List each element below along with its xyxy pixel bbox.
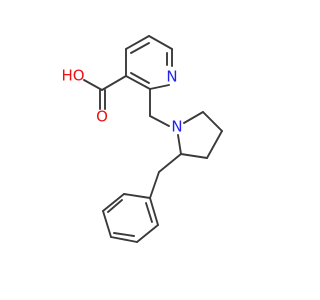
- bond: [125, 75, 151, 90]
- bond: [102, 193, 125, 212]
- carbonyl-oxygen-label: O: [96, 108, 108, 126]
- pyridine-nitrogen-label: N: [166, 68, 177, 86]
- bond: [145, 202, 153, 223]
- benzene-ring: [102, 193, 159, 243]
- bond: [136, 224, 159, 243]
- bond: [102, 210, 112, 238]
- bond: [107, 199, 123, 213]
- bond: [149, 84, 170, 90]
- bond: [123, 193, 151, 199]
- bond: [149, 171, 160, 199]
- bond: [180, 153, 208, 159]
- bond: [148, 35, 173, 50]
- hydroxyl-label: HO: [61, 67, 84, 85]
- bond: [130, 72, 150, 84]
- bond: [110, 236, 138, 243]
- bond: [183, 111, 204, 124]
- bond: [101, 75, 127, 91]
- bond: [149, 115, 170, 127]
- bond: [125, 35, 150, 50]
- bond: [177, 134, 182, 155]
- pyridine-ring: [125, 35, 173, 90]
- bond: [149, 197, 159, 226]
- pyrrolidine-ring: [177, 111, 223, 159]
- bond: [83, 79, 103, 91]
- bond: [113, 232, 135, 237]
- molecule-structure: N HO O N: [61, 35, 223, 243]
- bond: [158, 153, 182, 173]
- bond: [130, 42, 150, 54]
- pyrrolidine-nitrogen-label: N: [171, 118, 182, 136]
- carboxylic-acid-group: [83, 75, 127, 110]
- bond: [206, 130, 223, 159]
- bond: [202, 111, 223, 132]
